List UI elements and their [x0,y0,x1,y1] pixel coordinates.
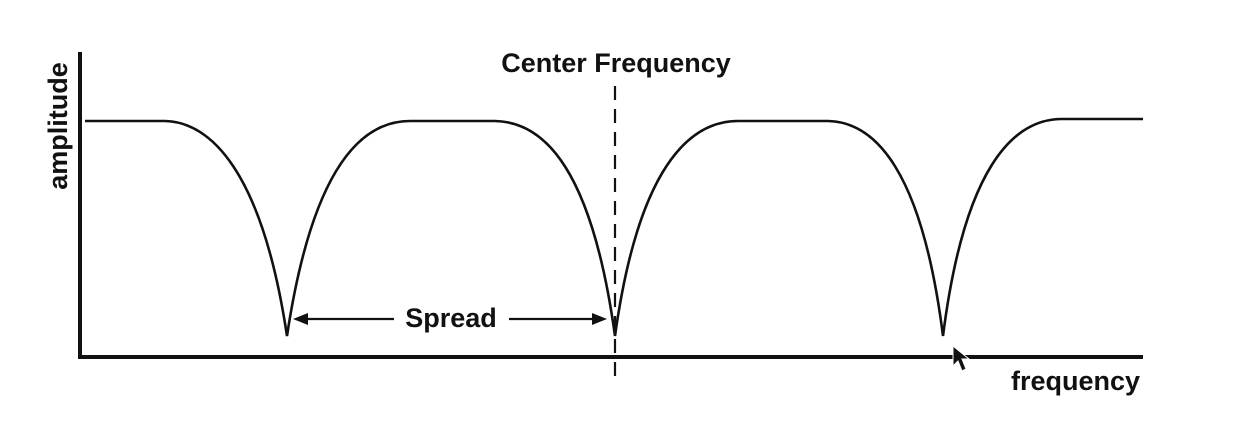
center-frequency-label: Center Frequency [501,48,731,78]
spread-arrowhead-left [293,313,308,325]
response-curve [85,117,1143,337]
mouse-pointer-icon [952,344,971,372]
y-axis-label: amplitude [43,62,73,190]
spread-arrowhead-right [592,313,607,325]
x-axis-label: frequency [1011,366,1140,396]
spread-label: Spread [405,303,497,333]
